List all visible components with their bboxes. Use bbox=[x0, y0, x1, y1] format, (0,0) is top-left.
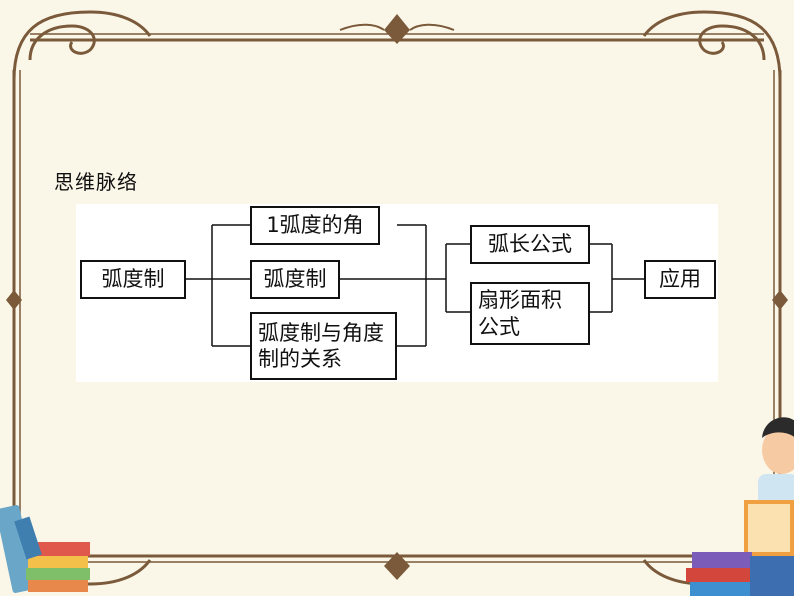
bottom-center-ornament bbox=[384, 552, 410, 580]
node-radian-system: 弧度制 bbox=[250, 260, 340, 299]
section-heading: 思维脉络 bbox=[54, 170, 138, 194]
node-radian-degree-relation: 弧度制与角度制的关系 bbox=[250, 312, 397, 380]
books-illustration bbox=[0, 505, 90, 593]
node-root: 弧度制 bbox=[80, 260, 186, 299]
boy-reading-illustration bbox=[686, 417, 794, 596]
node-arc-length-formula: 弧长公式 bbox=[470, 225, 590, 264]
node-one-radian-angle: 1弧度的角 bbox=[250, 206, 380, 245]
node-application: 应用 bbox=[644, 260, 716, 299]
node-sector-area-formula: 扇形面积公式 bbox=[470, 282, 590, 345]
corner-ornament-top-left bbox=[12, 10, 152, 81]
top-center-ornament bbox=[384, 14, 410, 44]
corner-ornament-top-right bbox=[642, 10, 782, 81]
